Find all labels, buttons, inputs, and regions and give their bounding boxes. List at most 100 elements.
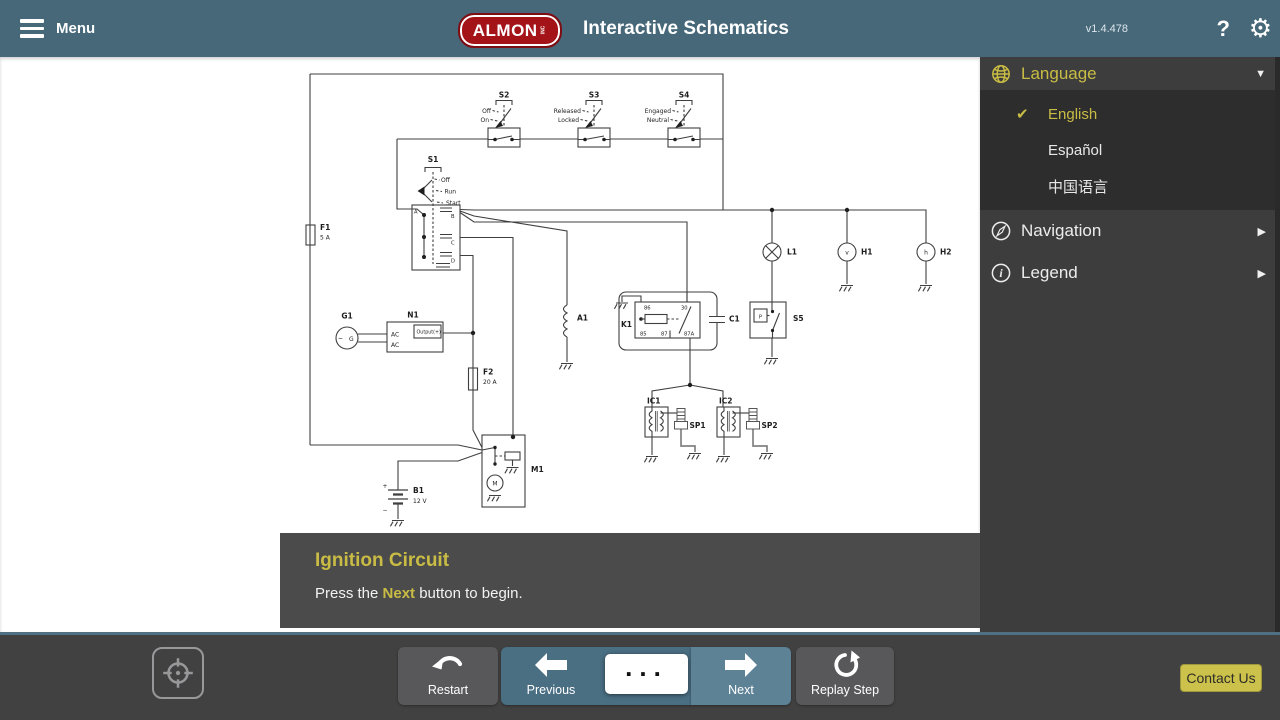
label-b1-rating: 12 V: [413, 498, 428, 505]
gear-icon[interactable]: ⚙: [1248, 13, 1272, 43]
label-term-c: C: [451, 241, 455, 247]
label-s1-run: Run: [445, 189, 457, 196]
label-b1-minus: −: [382, 507, 387, 514]
help-button[interactable]: ?: [1216, 15, 1230, 41]
ignition-coil-ic2: IC2: [716, 397, 741, 438]
logo-sub-text: INC: [539, 25, 546, 34]
label-m1: M1: [531, 465, 544, 474]
label-f1-rating: 5 A: [320, 235, 331, 242]
step-instruction: Press the Next button to begin.: [315, 585, 980, 602]
label-s4-neutral: Neutral: [647, 117, 669, 124]
label-s5: S5: [793, 314, 804, 323]
label-c1: C1: [729, 315, 740, 324]
undo-arrow-icon: [430, 647, 466, 683]
label-m1-m: M: [492, 481, 497, 488]
gauge-h1: v H1: [837, 242, 873, 262]
label-k1-87: 87: [661, 332, 668, 338]
battery-b1: + − B1 12 V: [382, 483, 427, 514]
ellipsis-button[interactable]: ...: [605, 652, 688, 694]
language-option-espanol[interactable]: Español: [980, 132, 1280, 168]
label-ic2: IC2: [719, 397, 733, 406]
label-f2: F2: [483, 368, 493, 377]
step-caption: Ignition Circuit Press the Next button t…: [280, 533, 980, 628]
sidebar-scrollbar[interactable]: [1275, 57, 1280, 632]
language-option-english[interactable]: ✔ English: [980, 96, 1280, 132]
next-label: Next: [728, 683, 754, 697]
label-s2: S2: [499, 91, 510, 100]
previous-label: Previous: [526, 683, 576, 697]
label-f1: F1: [320, 223, 330, 232]
label-h1: H1: [861, 248, 873, 257]
locate-button[interactable]: [152, 647, 204, 699]
label-s1: S1: [428, 155, 439, 164]
language-option-label: English: [1048, 105, 1098, 123]
globe-icon: [990, 63, 1012, 85]
coil-a1: A1: [562, 304, 588, 338]
chevron-right-icon: ▶: [1257, 225, 1266, 238]
chevron-right-icon: ▶: [1257, 267, 1266, 280]
spark-plug-sp1: SP1: [674, 408, 706, 430]
menu-label: Menu: [56, 20, 96, 37]
label-s5-p: P: [759, 315, 762, 321]
menu-button[interactable]: Menu: [20, 0, 95, 57]
compass-icon: [990, 220, 1012, 242]
label-g1-g: G: [349, 336, 354, 343]
bottom-toolbar: Restart Previous ... Next: [0, 635, 1280, 720]
instruction-prefix: Press the: [315, 585, 383, 602]
module-n1: N1 AC AC Output(+): [386, 311, 444, 353]
page-title: Interactive Schematics: [583, 17, 789, 39]
label-sp1: SP1: [690, 421, 706, 430]
label-b1: B1: [413, 486, 424, 495]
version-label: v1.4.478: [1085, 22, 1128, 35]
label-s2-off: Off: [482, 108, 492, 115]
right-arrow-icon: [724, 647, 758, 683]
label-a1: A1: [577, 314, 588, 323]
chevron-down-icon: ▼: [1255, 67, 1266, 80]
label-n1: N1: [407, 311, 419, 320]
restart-label: Restart: [427, 683, 469, 697]
label-n1-ac2: AC: [391, 342, 399, 349]
label-b1-plus: +: [382, 483, 387, 490]
spark-plug-sp2: SP2: [746, 408, 778, 430]
hamburger-icon: [20, 19, 44, 38]
divider-line: [0, 632, 1280, 635]
label-k1-85: 85: [640, 332, 647, 338]
fuse-f2: F2 20 A: [467, 367, 498, 391]
label-s3-locked: Locked: [558, 117, 579, 124]
label-s1-off: Off: [441, 177, 451, 184]
contact-us-button[interactable]: Contact Us: [1180, 664, 1262, 692]
gauge-h2: h H2: [916, 242, 952, 262]
label-ic1: IC1: [647, 397, 661, 406]
pressure-switch-s5: P S5: [749, 301, 804, 339]
label-g1: G1: [341, 312, 352, 321]
label-term-a: A: [414, 210, 418, 216]
schematic-canvas[interactable]: S2 Off On S3 Released: [0, 57, 980, 632]
crosshair-icon: [163, 658, 193, 688]
junction-dots: [470, 207, 850, 440]
sidebar-item-legend[interactable]: i Legend ▶: [980, 252, 1280, 294]
wires: [309, 73, 927, 519]
next-button[interactable]: Next: [691, 647, 791, 705]
replay-step-button[interactable]: Replay Step: [796, 647, 894, 705]
label-k1-30: 30: [681, 306, 688, 312]
restart-button[interactable]: Restart: [398, 647, 498, 705]
label-s4: S4: [679, 91, 690, 100]
instruction-suffix: button to begin.: [415, 585, 523, 602]
starter-m1: M M1: [481, 434, 544, 508]
language-options: ✔ English Español 中国语言: [980, 90, 1280, 210]
label-term-b: B: [451, 214, 455, 220]
language-option-chinese[interactable]: 中国语言: [980, 168, 1280, 204]
sidebar-item-navigation[interactable]: Navigation ▶: [980, 210, 1280, 252]
label-h2-h: h: [924, 250, 928, 257]
label-s3-released: Released: [554, 108, 581, 115]
circuit-schematic: S2 Off On S3 Released: [305, 73, 952, 527]
relay-k1: 86 30 85 87 87A K1 C1: [618, 291, 740, 351]
instruction-highlight: Next: [382, 585, 416, 602]
switch-s3: S3 Released Locked: [554, 91, 611, 148]
check-icon: ✔: [1016, 106, 1029, 123]
label-k1: K1: [621, 320, 632, 329]
sidebar-item-language[interactable]: Language ▼: [980, 57, 1280, 90]
